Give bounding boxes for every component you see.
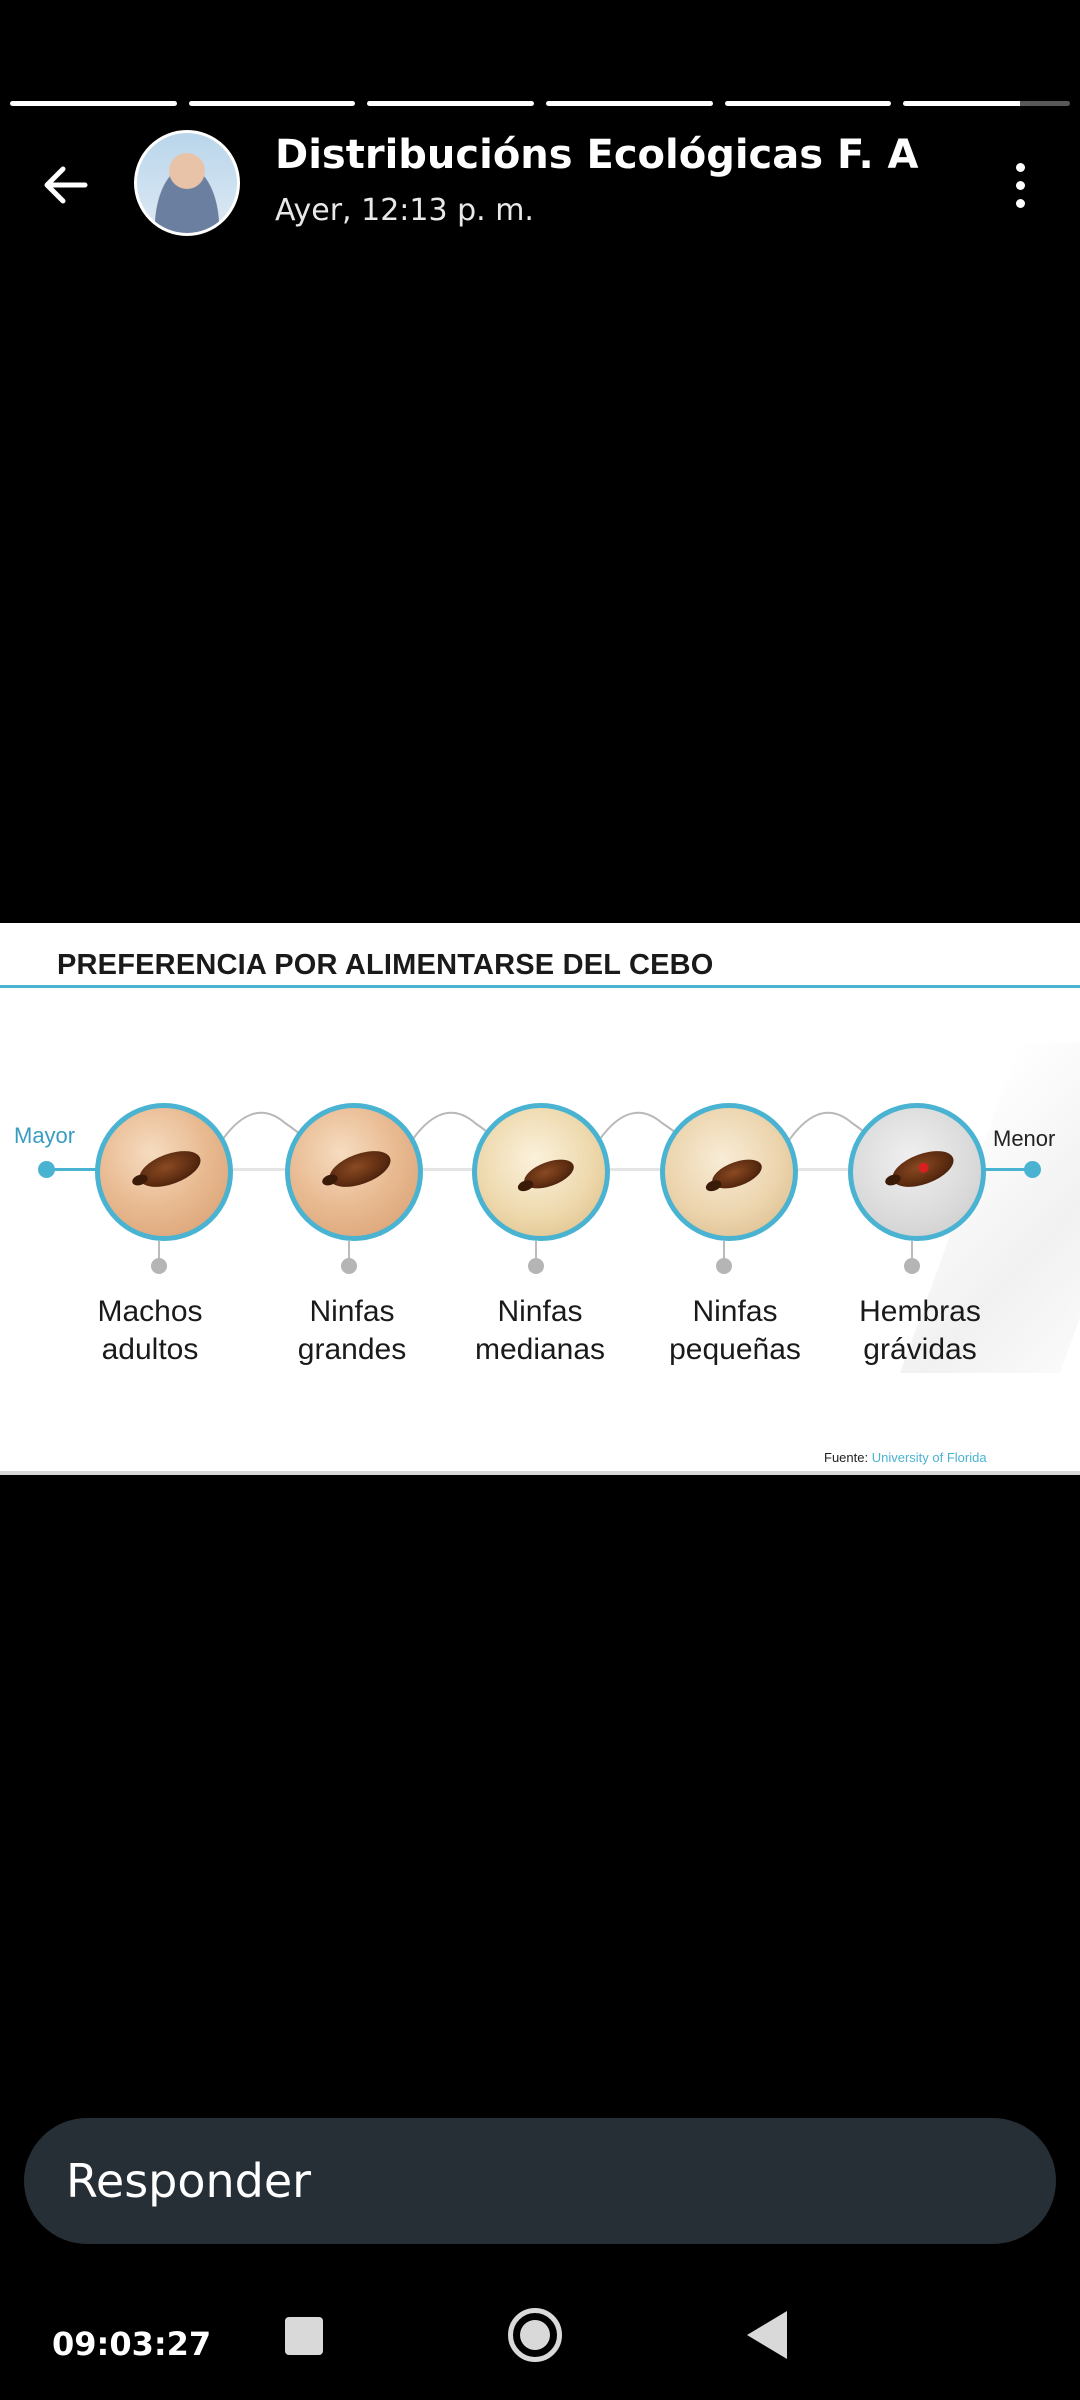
more-vertical-icon-dot [1015, 180, 1025, 190]
story-segment [367, 101, 535, 106]
avatar[interactable] [134, 130, 240, 236]
caption-1: Machos adultos [60, 1293, 240, 1369]
cockroach-photo-2 [285, 1103, 423, 1241]
caption-line: Ninfas [309, 1295, 395, 1328]
source-prefix: Fuente: [824, 1450, 869, 1465]
caption-line: medianas [474, 1333, 606, 1366]
recents-button[interactable] [285, 2317, 323, 2355]
clock-time: 09:03:27 [52, 2325, 212, 2363]
cockroach-photo-5 [848, 1103, 986, 1241]
infographic-title: PREFERENCIA POR ALIMENTARSE DEL CEBO [57, 949, 714, 981]
reply-placeholder: Responder [66, 2154, 312, 2208]
cockroach-photo-1 [95, 1103, 233, 1241]
cockroach-icon [708, 1153, 766, 1195]
story-segment [724, 101, 892, 106]
caption-line: grandes [297, 1333, 407, 1366]
cockroach-icon [887, 1143, 959, 1195]
more-vertical-icon-dot [1015, 198, 1025, 208]
reply-input[interactable]: Responder [24, 2118, 1056, 2244]
story-segment-current [903, 101, 1071, 106]
connector-dot [341, 1258, 357, 1274]
story-segment [546, 101, 713, 106]
caption-line: Machos [97, 1295, 203, 1328]
caption-line: Ninfas [692, 1295, 778, 1328]
caption-line: Ninfas [497, 1295, 583, 1328]
caption-line: Hembras [859, 1295, 981, 1328]
cockroach-icon [520, 1153, 578, 1195]
label-menor: Menor [993, 1126, 1056, 1151]
connector-dot [151, 1258, 167, 1274]
connector-stem [158, 1241, 160, 1259]
back-button[interactable] [30, 150, 100, 220]
post-timestamp: Ayer, 12:13 p. m. [275, 193, 534, 228]
caption-line: pequeñas [669, 1333, 801, 1366]
story-progress [10, 101, 1071, 106]
status-image: PREFERENCIA POR ALIMENTARSE DEL CEBO May… [0, 923, 1080, 1475]
source-credit: Fuente: University of Florida [824, 1450, 987, 1465]
axis-end-line [985, 1168, 1035, 1171]
more-vertical-icon [1015, 162, 1025, 172]
caption-3: Ninfas medianas [450, 1293, 630, 1369]
cockroach-icon [134, 1143, 206, 1195]
cockroach-photo-4 [660, 1103, 798, 1241]
story-segment [188, 101, 356, 106]
circle-home-icon [520, 2320, 550, 2350]
cockroach-icon [324, 1143, 396, 1195]
axis-start-dot [38, 1161, 55, 1178]
caption-5: Hembras grávidas [830, 1293, 1010, 1369]
caption-4: Ninfas pequeñas [645, 1293, 825, 1369]
image-bottom-edge [0, 1471, 1080, 1475]
story-segment [10, 101, 177, 106]
connector-stem [348, 1241, 350, 1259]
source-name: University of Florida [871, 1450, 987, 1465]
contact-name[interactable]: Distribucións Ecológicas F. A [275, 132, 919, 178]
axis-start-line [46, 1168, 96, 1171]
label-mayor: Mayor [14, 1123, 76, 1148]
connector-dot [904, 1258, 920, 1274]
connector-stem [911, 1241, 913, 1259]
axis-end-dot [1024, 1161, 1041, 1178]
home-button[interactable] [508, 2308, 562, 2362]
connector-dot [528, 1258, 544, 1274]
connector-stem [723, 1241, 725, 1259]
caption-line: adultos [101, 1333, 199, 1366]
title-underline [0, 985, 1080, 988]
caption-line: grávidas [863, 1333, 977, 1366]
arrow-left-icon [44, 166, 88, 204]
more-options-button[interactable] [1000, 150, 1040, 220]
connector-stem [535, 1241, 537, 1259]
connector-dot [716, 1258, 732, 1274]
caption-2: Ninfas grandes [262, 1293, 442, 1369]
cockroach-photo-3 [472, 1103, 610, 1241]
nav-back-button[interactable] [747, 2311, 787, 2359]
